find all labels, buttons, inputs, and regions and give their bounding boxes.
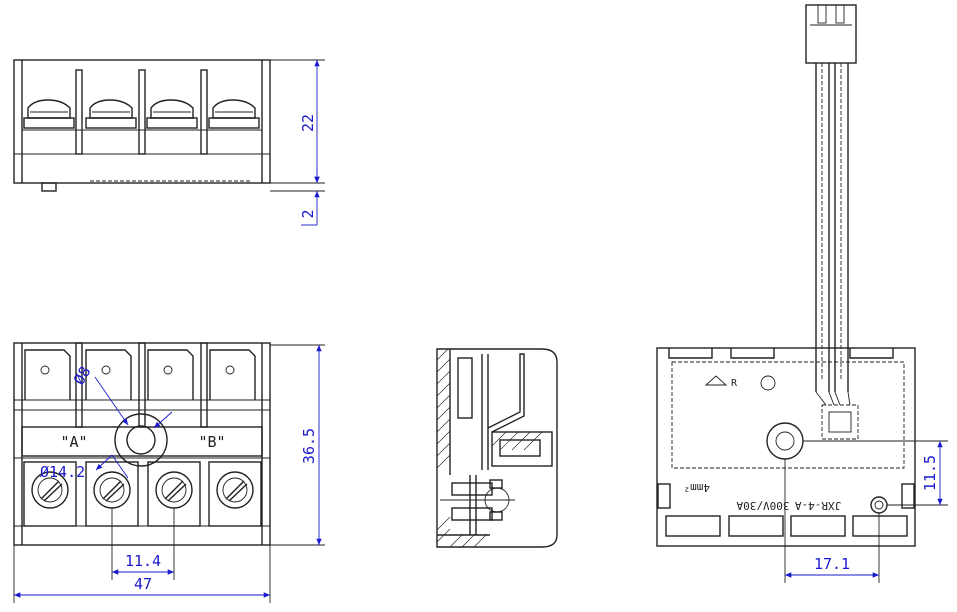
model-label: JXR-4-A (794, 499, 841, 512)
dim-front-height: 36.5 (300, 428, 318, 464)
top-dimensions: 22 2 (270, 59, 325, 226)
front-view: "A" "B" (13, 342, 271, 546)
dim-overall-width: 47 (134, 575, 152, 593)
wire-harness (805, 4, 859, 440)
dim-top-height: 22 (299, 114, 317, 132)
rating-label: 300V/30A (736, 499, 789, 512)
wire-size-label: 4mm² (684, 481, 711, 494)
board-view: R 4mm² 300V/30A JXR-4-A (656, 4, 916, 547)
dim-hole-diameter: Ø8 (70, 363, 95, 388)
section-view (436, 348, 558, 548)
dim-screw-diameter: Ø14.2 (40, 463, 85, 481)
top-screw-heads (23, 99, 260, 129)
terminal-a-label: "A" (60, 433, 87, 451)
dim-board-offset: 17.1 (814, 555, 850, 573)
board-dimensions: 11.5 17.1 (784, 440, 948, 583)
terminal-b-label: "B" (198, 433, 225, 451)
quick-connect-tabs (24, 349, 256, 400)
ul-mark: R (731, 378, 738, 389)
front-dimensions: 36.5 Ø8 Ø14.2 11.4 47 (13, 344, 325, 603)
dim-pitch: 11.4 (125, 552, 161, 570)
dim-board-height: 11.5 (921, 455, 939, 491)
top-view (13, 59, 271, 192)
dim-top-offset: 2 (299, 209, 317, 218)
